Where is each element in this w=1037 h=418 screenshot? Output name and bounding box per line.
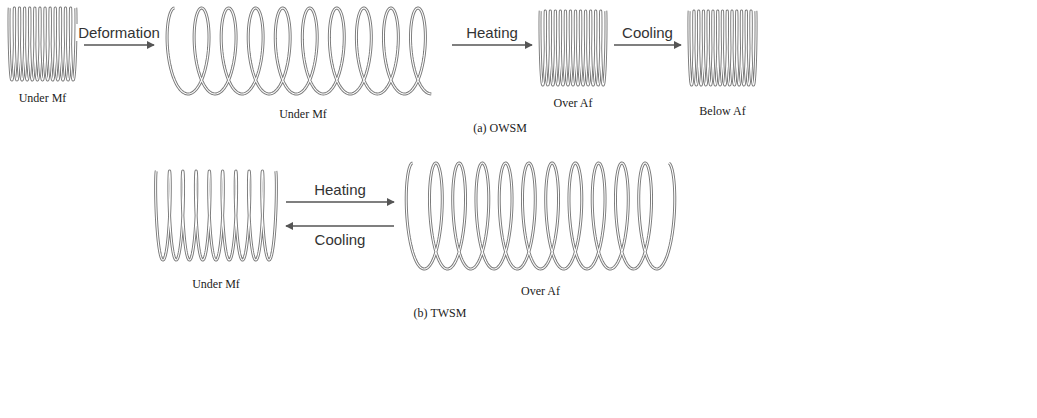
- figure-caption: (a) OWSM: [473, 121, 527, 136]
- spring-coil-outer: [540, 11, 606, 85]
- spring-coil-inner: [406, 163, 675, 269]
- state-label: Over Af: [521, 284, 560, 299]
- spring-drawing: [150, 168, 282, 263]
- spring-coil-outer: [9, 8, 76, 80]
- arrow-label: Cooling: [620, 24, 675, 41]
- process-arrow: [614, 44, 681, 45]
- spring-figure: Under Mf: [150, 168, 282, 263]
- state-label: Below Af: [699, 104, 745, 119]
- spring-figure: Over Af: [536, 8, 610, 88]
- arrow-label: Deformation: [76, 24, 162, 41]
- process-arrow: [286, 225, 394, 226]
- spring-coil-inner: [167, 8, 431, 94]
- spring-drawing: [5, 5, 80, 83]
- arrow-label: Heating: [464, 24, 520, 41]
- arrow-label: Heating: [312, 181, 368, 198]
- spring-drawing: [685, 8, 760, 88]
- process-arrow: [84, 44, 154, 45]
- spring-drawing: [398, 160, 683, 272]
- spring-coil-outer: [167, 8, 431, 94]
- process-arrow: [452, 44, 532, 45]
- spring-drawing: [536, 8, 610, 88]
- spring-figure: Under Mf: [158, 5, 448, 97]
- spring-figure: Below Af: [685, 8, 760, 88]
- spring-drawing: [158, 5, 448, 97]
- spring-coil-outer: [156, 171, 277, 260]
- state-label: Under Mf: [279, 107, 327, 122]
- spring-coil-inner: [689, 11, 756, 85]
- spring-figure: Under Mf: [5, 5, 80, 83]
- state-label: Under Mf: [19, 91, 67, 106]
- arrow-label: Cooling: [313, 231, 368, 248]
- spring-coil-inner: [540, 11, 606, 85]
- spring-coil-outer: [406, 163, 675, 269]
- state-label: Over Af: [554, 96, 593, 111]
- spring-coil-inner: [156, 171, 277, 260]
- spring-figure: Over Af: [398, 160, 683, 272]
- spring-coil-inner: [9, 8, 76, 80]
- figure-caption: (b) TWSM: [414, 306, 467, 321]
- state-label: Under Mf: [192, 277, 240, 292]
- process-arrow: [286, 201, 394, 202]
- spring-coil-outer: [689, 11, 756, 85]
